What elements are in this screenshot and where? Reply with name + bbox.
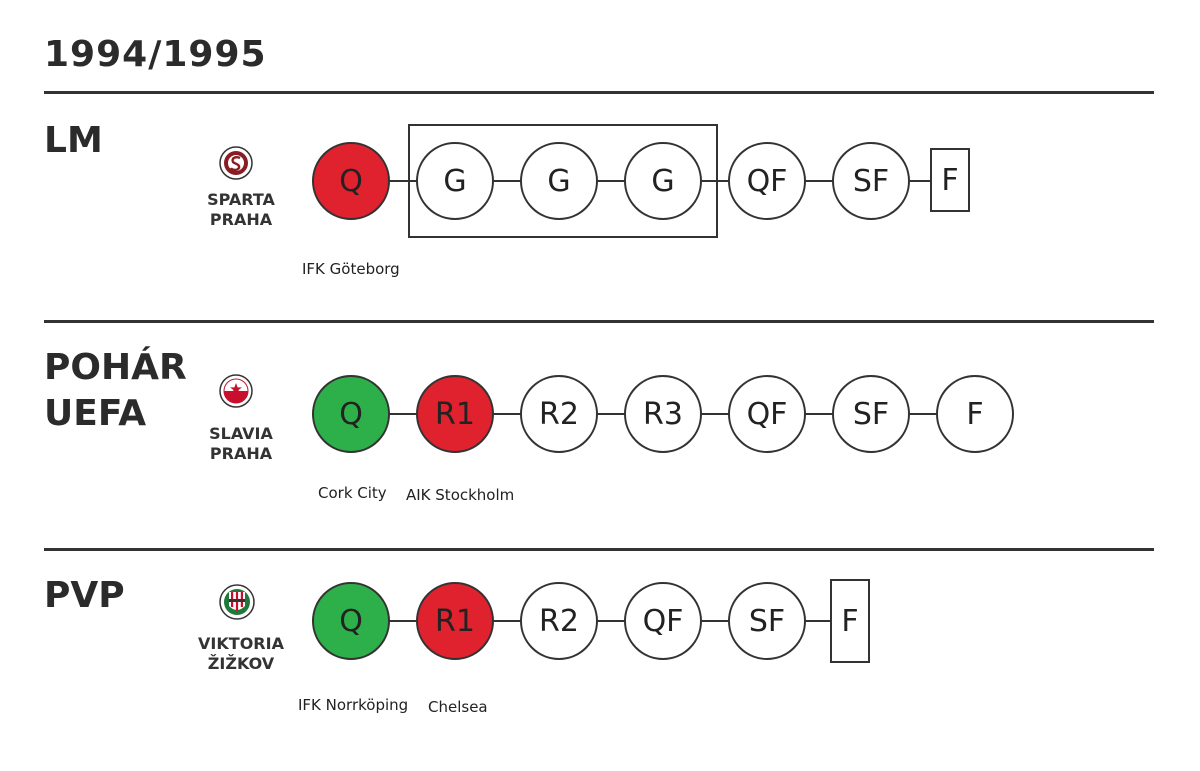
opponent-label: Chelsea: [428, 698, 488, 716]
opponent-label: AIK Stockholm: [406, 486, 515, 504]
round-node-final: F: [830, 579, 870, 663]
round-node-g: G: [624, 142, 702, 220]
section-divider: [44, 548, 1154, 551]
opponent-label: IFK Göteborg: [302, 260, 400, 278]
round-node-r2: R2: [520, 582, 598, 660]
round-node-q: Q: [312, 142, 390, 220]
round-node-final: F: [930, 148, 970, 212]
competition-title-pvp: PVP: [44, 575, 125, 616]
round-node-final: F: [936, 375, 1014, 453]
round-node-sf: SF: [728, 582, 806, 660]
round-node-sf: SF: [832, 375, 910, 453]
competition-title-lm: LM: [44, 120, 103, 161]
sparta-crest-icon: [219, 146, 253, 180]
round-node-g: G: [416, 142, 494, 220]
section-divider: [44, 320, 1154, 323]
round-node-r1: R1: [416, 375, 494, 453]
round-node-g: G: [520, 142, 598, 220]
club-name-sparta: SPARTA PRAHA: [207, 190, 275, 229]
opponent-label: Cork City: [318, 484, 387, 502]
round-node-r1: R1: [416, 582, 494, 660]
slavia-crest-icon: [219, 374, 253, 408]
club-name-slavia: SLAVIA PRAHA: [209, 424, 273, 463]
section-divider: [44, 91, 1154, 94]
round-node-sf: SF: [832, 142, 910, 220]
round-node-q: Q: [312, 582, 390, 660]
round-node-r3: R3: [624, 375, 702, 453]
round-node-qf: QF: [728, 375, 806, 453]
competition-title-uefa: POHÁR UEFA: [44, 347, 187, 434]
round-node-qf: QF: [624, 582, 702, 660]
season-title: 1994/1995: [44, 34, 267, 75]
round-node-q: Q: [312, 375, 390, 453]
club-name-viktoria: VIKTORIA ŽIŽKOV: [198, 634, 284, 673]
opponent-label: IFK Norrköping: [298, 696, 409, 714]
viktoria-crest-icon: [219, 584, 255, 620]
round-node-qf: QF: [728, 142, 806, 220]
round-node-r2: R2: [520, 375, 598, 453]
